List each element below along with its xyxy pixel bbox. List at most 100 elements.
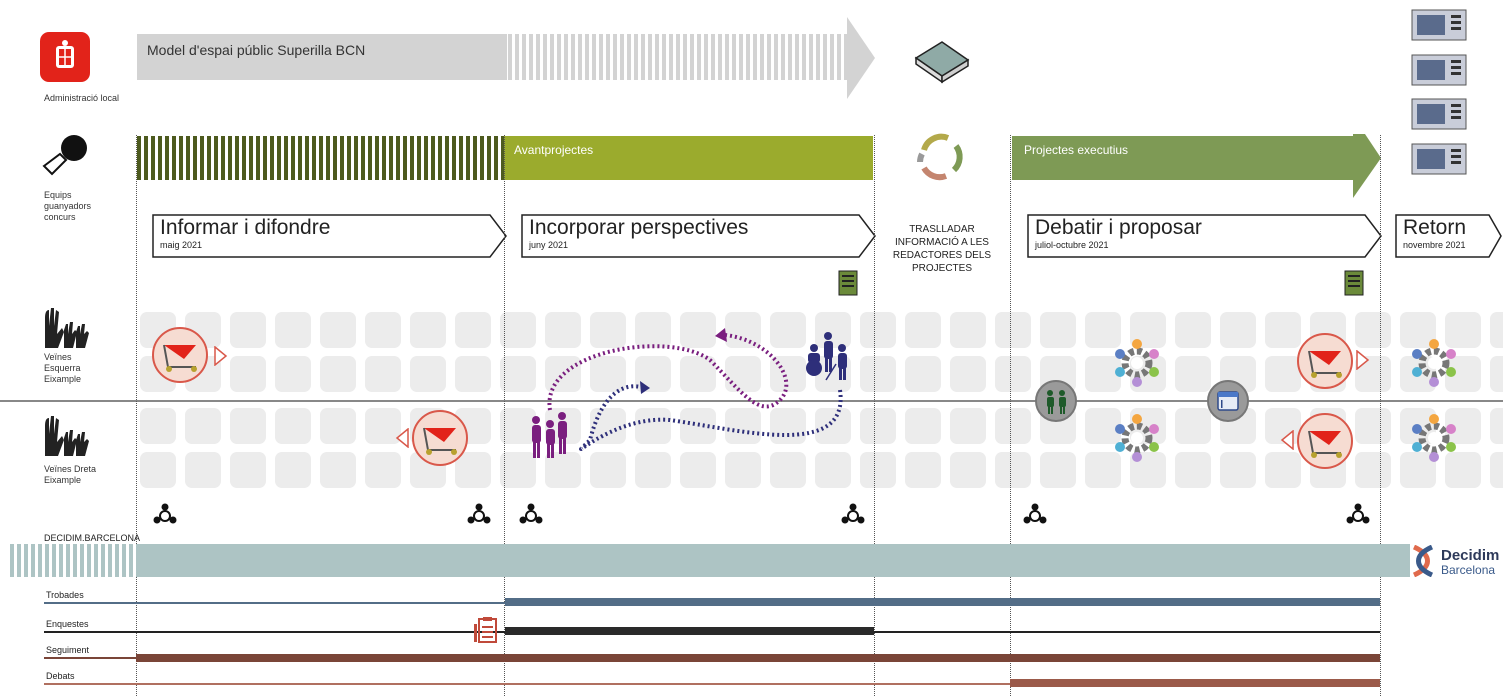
gear-icon <box>1412 339 1456 387</box>
traslladar-text: TRASLLADAR INFORMACIÓ A LES REDACTORES D… <box>892 224 992 274</box>
grid-tile <box>905 312 941 348</box>
grid-tile <box>725 408 761 444</box>
grid-tile <box>725 452 761 488</box>
grid-tile <box>905 356 941 392</box>
meeting-icon <box>840 502 866 531</box>
grid-tile <box>1085 312 1121 348</box>
grid-tile <box>320 356 356 392</box>
meeting-icon <box>1022 502 1048 531</box>
grid-tile <box>1265 312 1301 348</box>
cycle-icon <box>917 133 963 181</box>
grid-tile <box>590 356 626 392</box>
divider-line <box>0 400 1503 402</box>
document-icon <box>838 270 858 296</box>
grid-tile <box>860 356 896 392</box>
grid-tile <box>860 408 896 444</box>
hands-icon <box>42 304 90 355</box>
grid-tile <box>815 408 851 444</box>
hammer-icon <box>40 132 92 181</box>
arrow-right-icon <box>214 346 228 366</box>
phase-date: juny 2021 <box>529 240 569 250</box>
grid-tile <box>950 452 986 488</box>
grid-tile <box>635 312 671 348</box>
grid-tile <box>500 356 536 392</box>
cart-icon <box>412 410 468 466</box>
grid-tile <box>590 312 626 348</box>
superilla-label: Model d'espai públic Superilla BCN <box>147 42 366 58</box>
hands-icon <box>42 412 90 463</box>
grid-tile <box>1490 408 1503 444</box>
grid-tile <box>1085 356 1121 392</box>
grid-tile <box>275 312 311 348</box>
admin-logo <box>40 32 90 82</box>
grid-tile <box>1220 452 1256 488</box>
gear-icon <box>1115 339 1159 387</box>
decidim-band <box>10 544 1410 577</box>
grid-tile <box>185 408 221 444</box>
decidim-label: DECIDIM.BARCELONA <box>44 533 141 543</box>
avantprojectes-label: Avantprojectes <box>514 143 594 157</box>
gear-icon <box>1412 414 1456 462</box>
grid-tile <box>590 452 626 488</box>
grid-tile <box>500 312 536 348</box>
grid-tile <box>275 452 311 488</box>
grid-tile <box>230 312 266 348</box>
grid-tile <box>680 312 716 348</box>
grid-tile <box>455 312 491 348</box>
grid-tile <box>1490 356 1503 392</box>
meeting-icon <box>466 502 492 531</box>
grid-tile <box>995 312 1031 348</box>
executius-label: Projectes executius <box>1024 143 1129 157</box>
grid-tile <box>1040 452 1076 488</box>
separator <box>504 135 505 696</box>
phase-title: Retorn <box>1403 216 1467 239</box>
grid-tile <box>770 408 806 444</box>
cart-icon <box>152 327 208 383</box>
grid-tile <box>1085 452 1121 488</box>
grid-tile <box>635 408 671 444</box>
track-trobades-thin <box>44 602 505 604</box>
grid-tile <box>365 408 401 444</box>
phase-incorporar: Incorporar perspectives juny 2021 <box>521 214 877 258</box>
phase-title: Incorporar perspectives <box>529 216 749 239</box>
separator <box>1010 135 1011 696</box>
grid-tile <box>1265 408 1301 444</box>
grid-tile <box>860 452 896 488</box>
grid-tile <box>410 312 446 348</box>
grid-tile <box>455 356 491 392</box>
grid-tile <box>410 356 446 392</box>
grid-tile <box>1445 452 1481 488</box>
grid-tile <box>230 408 266 444</box>
grid-tile <box>1175 452 1211 488</box>
grid-tile <box>1220 312 1256 348</box>
equips-bar <box>137 134 1381 198</box>
grid-tile <box>995 356 1031 392</box>
grid-tile <box>680 452 716 488</box>
grid-tile <box>1040 312 1076 348</box>
people-icon <box>806 332 847 381</box>
grid-tile <box>365 312 401 348</box>
grid-tile <box>860 312 896 348</box>
grid-tile <box>185 452 221 488</box>
cart-icon <box>1297 413 1353 469</box>
grid-tile <box>770 312 806 348</box>
separator <box>136 135 137 696</box>
grid-tile <box>500 408 536 444</box>
grid-tile <box>320 452 356 488</box>
decidim-logo-subtext: Barcelona <box>1441 563 1496 577</box>
grid-tile <box>950 408 986 444</box>
veines-dreta-label: Veïnes Dreta Eixample <box>44 464 97 485</box>
grid-tile <box>995 452 1031 488</box>
grid-tile <box>230 452 266 488</box>
document-icon <box>1411 98 1467 130</box>
decidim-logo-icon <box>1412 545 1434 577</box>
grid-tile <box>365 356 401 392</box>
phase-informar: Informar i difondre maig 2021 <box>152 214 508 258</box>
window-icon <box>1207 380 1249 422</box>
meeting-icon <box>152 502 178 531</box>
document-icon <box>1344 270 1364 296</box>
arrow-left-icon <box>395 428 409 448</box>
people-icon <box>532 412 567 458</box>
people-meeting-icon <box>1035 380 1077 422</box>
separator <box>874 135 875 696</box>
